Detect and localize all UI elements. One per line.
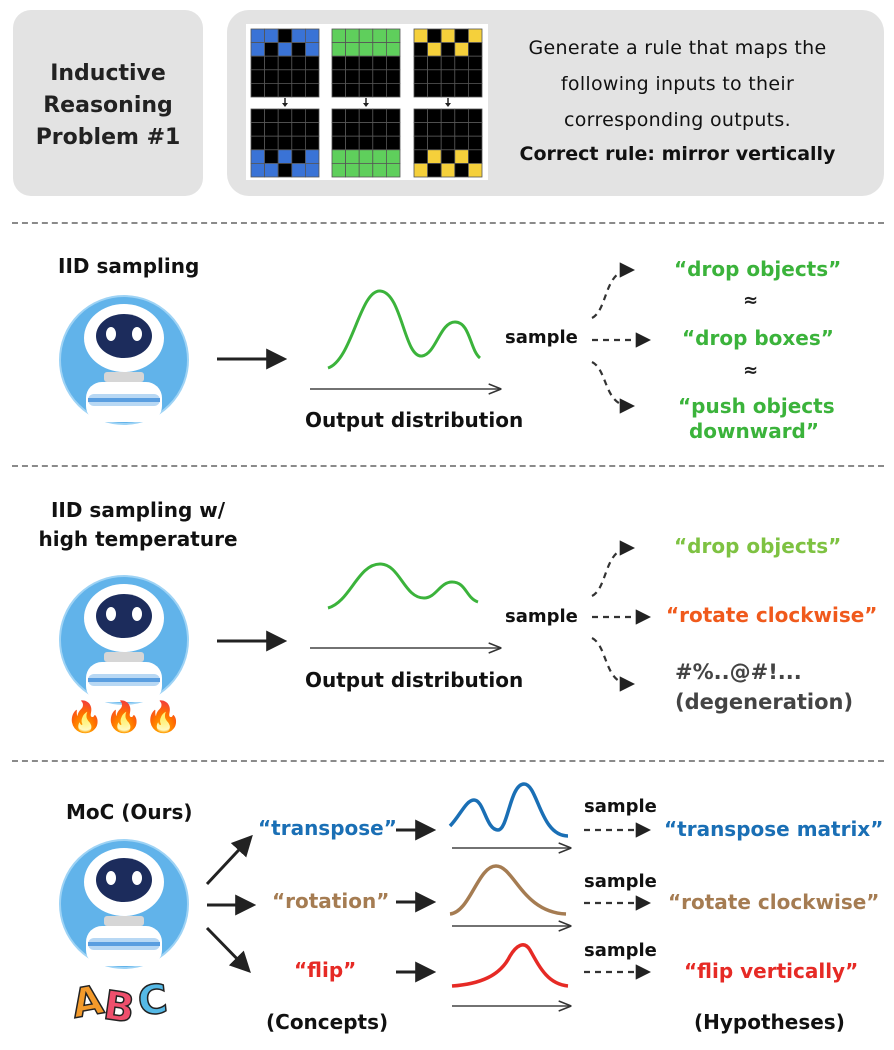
- approx-symbol: ≈: [743, 290, 759, 311]
- down-arrow-icon: [445, 103, 451, 107]
- output-line: (degeneration): [675, 690, 854, 714]
- abc-letter-b: B: [101, 983, 138, 1033]
- grid-cell: [385, 162, 401, 178]
- abc-letter-c: C: [136, 976, 170, 1025]
- grid-cell: [467, 83, 483, 98]
- sample-label: sample: [584, 940, 657, 961]
- hightemp-title: IID sampling w/ high temperature: [38, 496, 238, 554]
- hypothesis-rotate-clockwise: “rotate clockwise”: [668, 890, 880, 914]
- distribution-label: Output distribution: [305, 408, 524, 432]
- distribution-curve: [327, 289, 482, 370]
- output-rotate-clockwise: “rotate clockwise”: [666, 603, 878, 627]
- grid-cell: [467, 162, 483, 178]
- problem-title-line: Inductive: [50, 61, 166, 86]
- rotation-distribution-curve: [449, 864, 567, 916]
- fire-icon: 🔥🔥🔥: [66, 700, 185, 735]
- problem-title-box: [13, 10, 203, 196]
- output-drop-objects: “drop objects”: [674, 534, 842, 558]
- problem-title-line: Problem #1: [35, 125, 181, 150]
- hightemp-title-line: IID sampling w/: [50, 498, 225, 522]
- sample-label: sample: [584, 796, 657, 817]
- output-line: “push objects: [678, 394, 835, 418]
- moc-title: MoC (Ours): [66, 800, 193, 824]
- hypotheses-label: (Hypotheses): [694, 1010, 845, 1034]
- grid-cell: [304, 162, 320, 178]
- prompt-line: corresponding outputs.: [564, 109, 791, 131]
- concept-transpose: “transpose”: [258, 816, 397, 840]
- section-divider: [12, 760, 884, 762]
- arrow-icon: [205, 834, 253, 886]
- iid-title: IID sampling: [58, 254, 200, 278]
- dashed-arrow-icon: [591, 262, 636, 319]
- problem-prompt: Generate a rule that maps the following …: [505, 30, 850, 138]
- abc-letters-icon: A B C: [68, 976, 171, 1034]
- prompt-line: Generate a rule that maps the: [528, 37, 827, 59]
- arrow-icon: [205, 926, 251, 974]
- output-drop-boxes: “drop boxes”: [682, 326, 834, 350]
- distribution-curve: [327, 562, 479, 610]
- transpose-distribution-curve: [448, 782, 569, 838]
- dashed-arrow-icon: [591, 637, 636, 692]
- approx-symbol: ≈: [743, 360, 759, 381]
- robot-icon: [59, 295, 189, 425]
- down-arrow-icon: [282, 103, 288, 107]
- sample-label: sample: [505, 327, 578, 348]
- grid-cell: [385, 83, 401, 98]
- dashed-arrow-icon: [591, 540, 636, 597]
- output-drop-objects: “drop objects”: [674, 257, 842, 281]
- correct-rule: Correct rule: mirror vertically: [519, 143, 836, 165]
- concept-flip: “flip”: [294, 958, 357, 982]
- grid-cell: [304, 83, 320, 98]
- distribution-label: Output distribution: [305, 668, 524, 692]
- down-arrow-icon: [363, 103, 369, 107]
- section-divider: [12, 465, 884, 467]
- robot-icon: [59, 839, 189, 969]
- problem-title-line: Reasoning: [43, 93, 173, 118]
- hypothesis-transpose-matrix: “transpose matrix”: [664, 817, 884, 841]
- sample-label: sample: [584, 871, 657, 892]
- flip-distribution-curve: [451, 943, 569, 988]
- sample-label: sample: [505, 606, 578, 627]
- output-line: #%..@#!...: [675, 660, 802, 684]
- output-degeneration: #%..@#!... (degeneration): [675, 657, 853, 717]
- problem-title: Inductive Reasoning Problem #1: [13, 58, 203, 154]
- output-line: downward”: [688, 419, 820, 443]
- hypothesis-flip-vertically: “flip vertically”: [684, 959, 859, 983]
- prompt-line: following inputs to their: [560, 73, 795, 95]
- section-divider: [12, 222, 884, 224]
- robot-icon: [59, 575, 189, 705]
- concept-rotation: “rotation”: [272, 889, 390, 913]
- concepts-label: (Concepts): [266, 1010, 389, 1034]
- hightemp-title-line: high temperature: [38, 527, 238, 551]
- dashed-arrow-icon: [591, 361, 636, 414]
- output-push-objects: “push objects downward”: [678, 394, 835, 444]
